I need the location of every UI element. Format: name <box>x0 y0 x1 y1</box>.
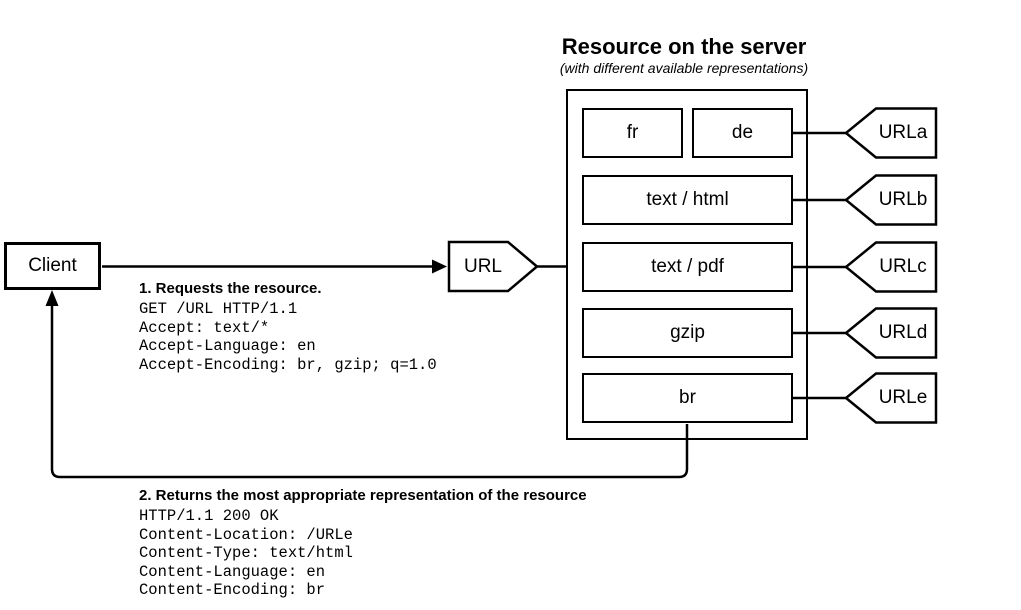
representation-label: gzip <box>670 322 705 343</box>
response-line: Content-Location: /URLe <box>139 525 353 544</box>
return-arrowhead-icon <box>45 290 59 306</box>
return-path <box>50 294 689 479</box>
url-pentagon-shape <box>447 240 539 293</box>
representation-box-gzip: gzip <box>582 308 793 358</box>
representation-box-text-html: text / html <box>582 175 793 225</box>
response-heading: 2. Returns the most appropriate represen… <box>139 487 587 504</box>
url-tag-urlb-shape <box>844 174 938 226</box>
server-title: Resource on the server <box>561 34 807 59</box>
response-line: HTTP/1.1 200 OK <box>139 507 279 525</box>
request-line: Accept: text/* <box>139 318 270 337</box>
representation-box-fr: fr <box>582 108 683 158</box>
representation-label: br <box>679 387 696 408</box>
representation-box-text-pdf: text / pdf <box>582 242 793 292</box>
url-tag-urla-shape <box>844 107 938 159</box>
request-line: Accept-Encoding: br, gzip; q=1.0 <box>139 355 437 374</box>
server-title-block: Resource on the server (with different a… <box>484 34 884 77</box>
client-box: Client <box>4 242 101 290</box>
url-tag-urld-shape <box>844 307 938 359</box>
url-tag-urle-shape <box>844 372 938 424</box>
request-line: GET /URL HTTP/1.1 <box>139 300 298 318</box>
request-annotation: 1. Requests the resource. GET /URL HTTP/… <box>139 280 437 374</box>
server-box <box>566 89 808 440</box>
representation-label: text / html <box>646 189 729 210</box>
response-line: Content-Language: en <box>139 562 326 581</box>
representation-label: de <box>731 122 754 143</box>
request-line: Accept-Language: en <box>139 337 316 355</box>
representation-label: fr <box>626 122 639 143</box>
server-subtitle: (with different available representation… <box>559 60 809 76</box>
request-arrowhead-icon <box>432 259 447 274</box>
representation-label: text / pdf <box>651 256 724 277</box>
client-label: Client <box>28 255 77 276</box>
url-tag-urlc-shape <box>844 241 938 293</box>
response-annotation: 2. Returns the most appropriate represen… <box>139 487 587 600</box>
response-line: Content-Encoding: br <box>139 581 326 599</box>
representation-box-br: br <box>582 373 793 423</box>
response-line: Content-Type: text/html <box>139 544 353 562</box>
representation-box-de: de <box>692 108 793 158</box>
request-heading: 1. Requests the resource. <box>139 280 322 297</box>
